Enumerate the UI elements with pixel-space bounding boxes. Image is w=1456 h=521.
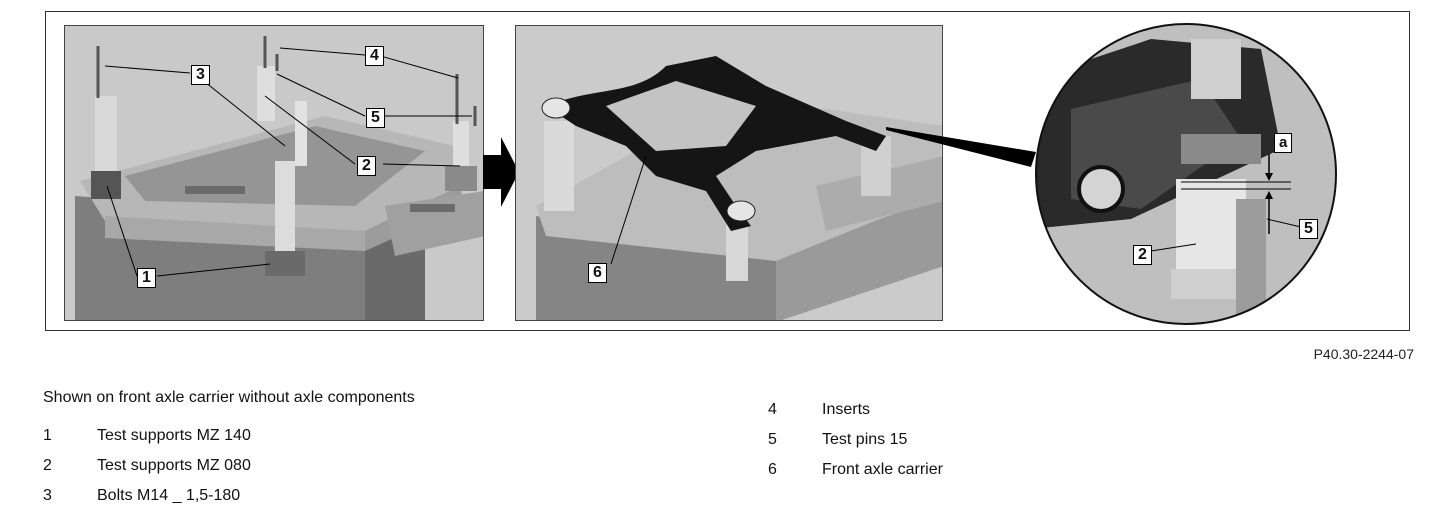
figure-id-label: P40.30-2244-07 (1313, 346, 1414, 362)
callout-6: 6 (588, 263, 607, 283)
legend-item: 2 Test supports MZ 080 (43, 457, 251, 475)
arrow-right-icon (483, 137, 519, 207)
legend-number: 2 (43, 457, 52, 474)
detail-zoom-circle: a 2 5 (1031, 19, 1341, 329)
legend-text: Test pins 15 (822, 431, 908, 448)
zoom-leader-line (886, 127, 1036, 167)
legend-number: 1 (43, 427, 52, 444)
legend-item: 6 Front axle carrier (768, 461, 943, 479)
legend-text: Bolts M14 _ 1,5-180 (97, 487, 241, 504)
callout-4: 4 (365, 46, 384, 66)
legend-text: Inserts (822, 401, 871, 418)
callout-5-detail: 5 (1299, 219, 1318, 239)
callout-1: 1 (137, 268, 156, 288)
legend-number: 3 (43, 487, 52, 504)
callout-5: 5 (366, 108, 385, 128)
legend-item: 3 Bolts M14 _ 1,5-180 (43, 487, 240, 505)
legend-text: Front axle carrier (822, 461, 943, 478)
legend-item: 1 Test supports MZ 140 (43, 427, 251, 445)
callout-2: 2 (357, 156, 376, 176)
legend-number: 6 (768, 461, 777, 478)
legend-number: 4 (768, 401, 777, 418)
callout-2-detail: 2 (1133, 245, 1152, 265)
callout-a: a (1274, 133, 1293, 153)
legend-item: 4 Inserts (768, 401, 870, 419)
legend-text: Test supports MZ 080 (97, 457, 251, 474)
figure-caption: Shown on front axle carrier without axle… (43, 389, 415, 406)
axle-carrier-photo: 6 (515, 25, 943, 321)
callout-3: 3 (191, 65, 210, 85)
legend-item: 5 Test pins 15 (768, 431, 907, 449)
fixture-photo: 3 4 5 2 1 (64, 25, 484, 321)
legend-text: Test supports MZ 140 (97, 427, 251, 444)
legend-number: 5 (768, 431, 777, 448)
figure-frame: 3 4 5 2 1 6 (45, 11, 1410, 331)
